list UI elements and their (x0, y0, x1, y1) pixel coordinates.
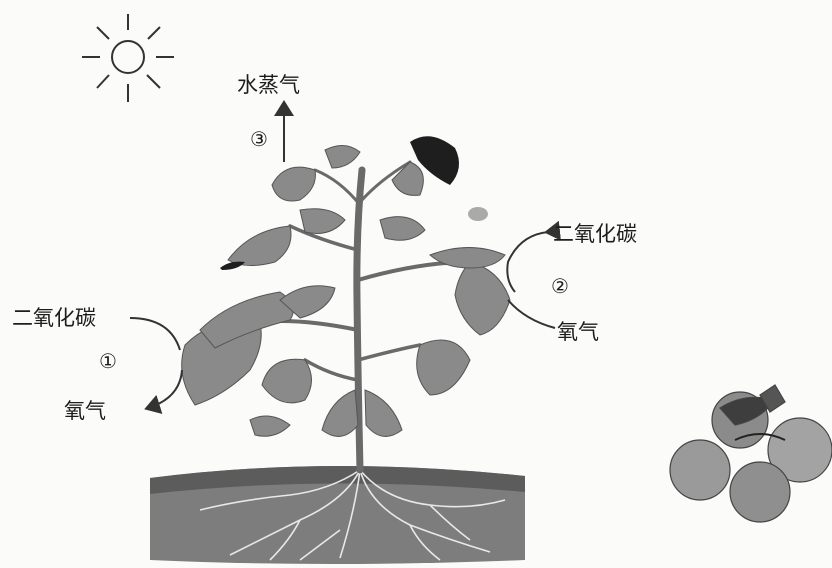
tomato-fruit-cluster (670, 385, 832, 522)
right-o2-label: 氧气 (557, 322, 599, 343)
left-co2-label: 二氧化碳 (12, 308, 96, 329)
left-o2-label: 氧气 (64, 401, 106, 422)
soil-with-roots (150, 466, 525, 564)
marker-3: ③ (250, 129, 268, 149)
marker-2: ② (551, 276, 569, 296)
marker-1: ① (99, 351, 117, 371)
sun-icon (82, 14, 174, 102)
vapor-label: 水蒸气 (237, 75, 300, 96)
right-co2-label: 二氧化碳 (553, 224, 637, 245)
